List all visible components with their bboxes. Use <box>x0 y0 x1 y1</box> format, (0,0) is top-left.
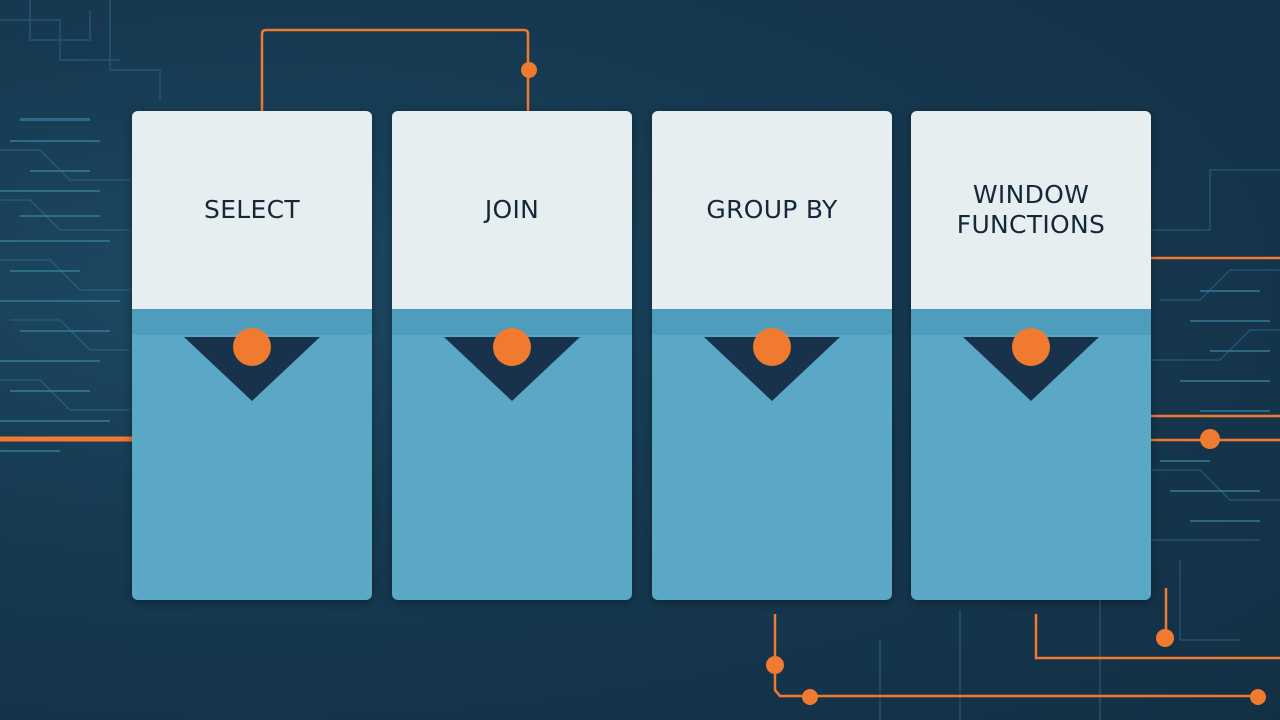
card-header: GROUP BY <box>652 111 892 309</box>
chevron-down-icon <box>184 328 320 401</box>
card-header: SELECT <box>132 111 372 309</box>
card-window-functions: WINDOW FUNCTIONS <box>911 111 1151 600</box>
card-label: JOIN <box>484 195 540 224</box>
card-label: GROUP BY <box>706 195 838 224</box>
chevron-down-icon <box>704 328 840 401</box>
chevron-down-icon <box>444 328 580 401</box>
card-label: SELECT <box>204 195 300 224</box>
chevron-down-icon <box>963 328 1099 401</box>
card-header: WINDOW FUNCTIONS <box>911 111 1151 309</box>
card-header: JOIN <box>392 111 632 309</box>
card-group-by: GROUP BY <box>652 111 892 600</box>
card-label: WINDOW FUNCTIONS <box>956 180 1106 239</box>
card-select: SELECT <box>132 111 372 600</box>
card-join: JOIN <box>392 111 632 600</box>
